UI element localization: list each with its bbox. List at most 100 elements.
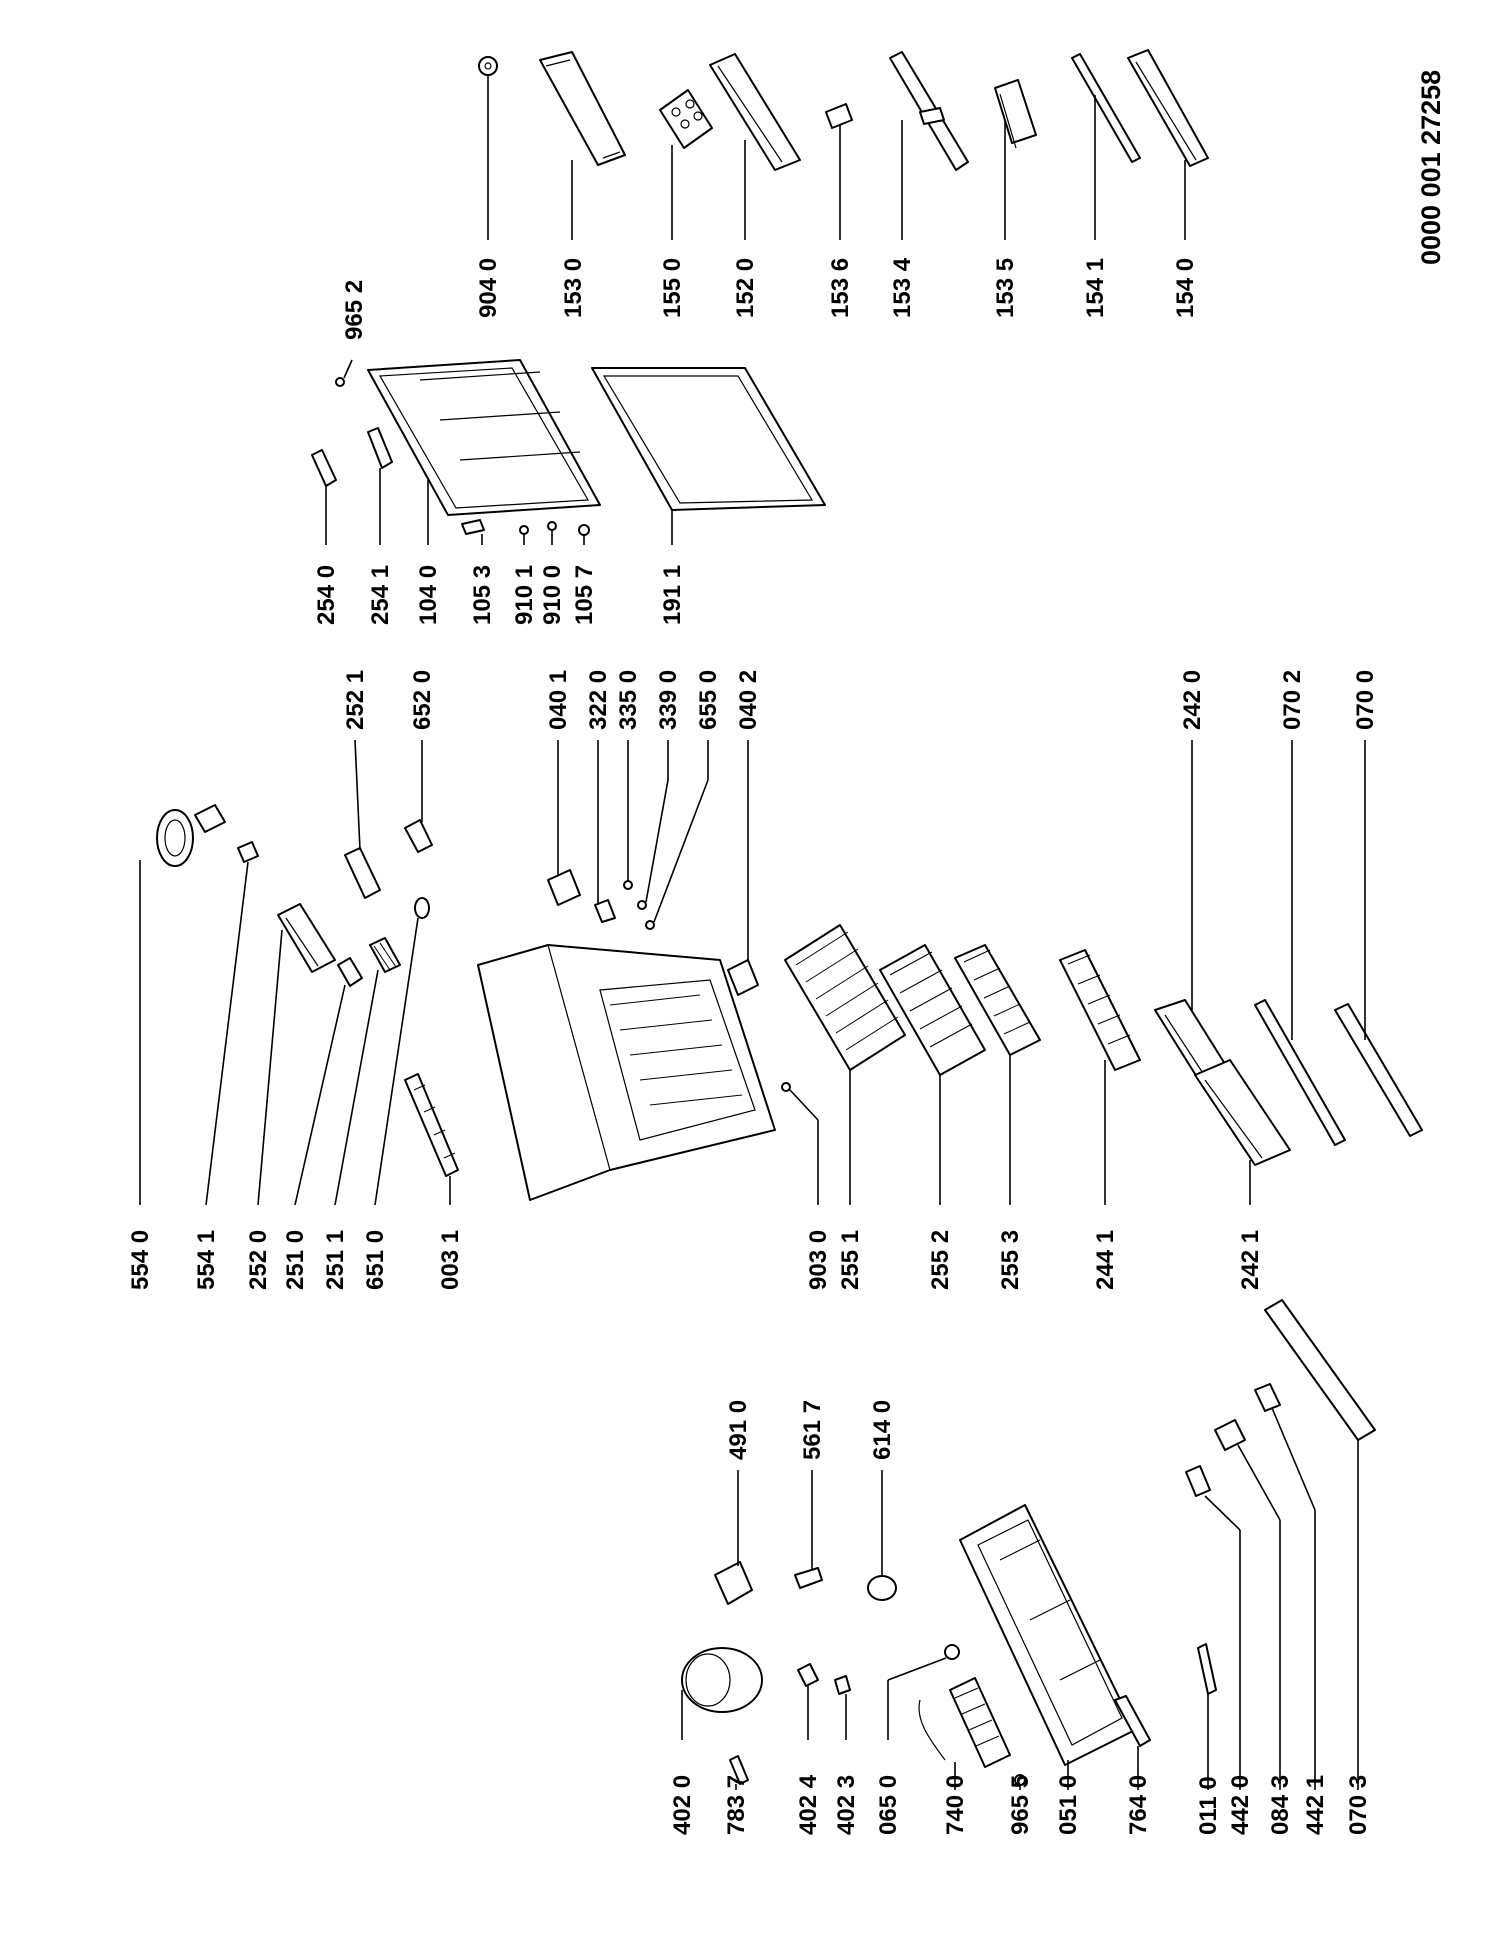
part-154-0: 154 0 [1127, 49, 1209, 318]
callout-155-0: 155 0 [659, 258, 686, 318]
part-255-2: 255 2 [879, 944, 986, 1290]
callout-655-0: 655 0 [695, 670, 722, 730]
callout-255-3: 255 3 [997, 1230, 1024, 1290]
part-251-1: 251 1 [322, 937, 401, 1290]
callout-965-2: 965 2 [341, 280, 368, 340]
part-910-0: 910 0 [539, 521, 566, 625]
callout-040-2: 040 2 [735, 670, 762, 730]
callout-651-0: 651 0 [362, 1230, 389, 1290]
callout-322-0: 322 0 [585, 670, 612, 730]
part-070-3: 070 3 [1264, 1299, 1376, 1835]
callout-614-0: 614 0 [869, 1400, 896, 1460]
part-402-4: 402 4 [795, 1663, 822, 1835]
part-051-0: 051 0 [959, 1504, 1136, 1835]
callout-402-0: 402 0 [669, 1775, 696, 1835]
part-065-0: 065 0 [875, 1644, 960, 1835]
callout-040-1: 040 1 [545, 670, 572, 730]
callout-652-0: 652 0 [409, 670, 436, 730]
callout-335-0: 335 0 [615, 670, 642, 730]
part-965-5: 965 5 [1007, 1774, 1034, 1835]
callout-104-0: 104 0 [415, 565, 442, 625]
part-252-0: 252 0 [245, 903, 336, 1290]
callout-153-6: 153 6 [827, 258, 854, 318]
part-904-0: 904 0 [475, 56, 502, 318]
part-153-0: 153 0 [539, 51, 626, 318]
part-561-7: 561 7 [794, 1400, 826, 1589]
callout-153-0: 153 0 [560, 258, 587, 318]
accessory-parts: 904 0 153 0 155 0 152 0 153 6 [475, 49, 1209, 318]
part-153-4: 153 4 [889, 51, 969, 318]
callout-152-0: 152 0 [732, 258, 759, 318]
part-242-1: 242 1 [1194, 1059, 1291, 1290]
part-003-1: 003 1 [404, 1073, 464, 1290]
part-254-1: 254 1 [367, 427, 394, 625]
part-322-0: 322 0 [585, 670, 616, 923]
door-parts: 965 2 254 0 254 1 104 0 105 3 [311, 280, 826, 625]
callout-105-7: 105 7 [571, 565, 598, 625]
callout-242-1: 242 1 [1237, 1230, 1264, 1290]
callout-070-2: 070 2 [1279, 670, 1306, 730]
part-070-2: 070 2 [1254, 670, 1346, 1146]
part-153-6: 153 6 [825, 103, 854, 318]
callout-191-1: 191 1 [659, 565, 686, 625]
callout-070-0: 070 0 [1352, 670, 1379, 730]
part-554-0: 554 0 [127, 804, 226, 1290]
callout-252-0: 252 0 [245, 1230, 272, 1290]
callout-153-5: 153 5 [992, 258, 1019, 318]
callout-442-0: 442 0 [1227, 1775, 1254, 1835]
part-105-7: 105 7 [571, 524, 598, 625]
cabinet-body: 903 0 [477, 944, 832, 1290]
callout-554-1: 554 1 [193, 1230, 220, 1290]
part-011-0: 011 0 [1195, 1643, 1222, 1835]
part-402-0: 402 0 [669, 1647, 763, 1835]
callout-154-1: 154 1 [1082, 258, 1109, 318]
part-242-0: 242 0 [1154, 670, 1236, 1091]
callout-965-5: 965 5 [1007, 1775, 1034, 1835]
part-104-0: 104 0 [367, 359, 601, 625]
part-070-0: 070 0 [1334, 670, 1423, 1137]
part-965-2: 965 2 [335, 280, 368, 387]
callout-251-0: 251 0 [282, 1230, 309, 1290]
part-442-1: 442 1 [1254, 1383, 1329, 1835]
part-155-0: 155 0 [659, 89, 713, 318]
part-740-0: 740 0 [918, 1677, 1011, 1835]
callout-251-1: 251 1 [322, 1230, 349, 1290]
part-252-1: 252 1 [342, 670, 381, 899]
part-255-3: 255 3 [954, 944, 1041, 1290]
part-244-1: 244 1 [1059, 949, 1141, 1290]
document-reference: 0000 001 27258 [1416, 70, 1446, 265]
callout-339-0: 339 0 [655, 670, 682, 730]
callout-084-3: 084 3 [1267, 1775, 1294, 1835]
callout-252-1: 252 1 [342, 670, 369, 730]
part-335-0: 335 0 [615, 670, 642, 890]
part-152-0: 152 0 [709, 53, 801, 318]
part-402-3: 402 3 [833, 1675, 860, 1835]
part-153-5: 153 5 [992, 79, 1037, 318]
callout-154-0: 154 0 [1172, 258, 1199, 318]
callout-254-1: 254 1 [367, 565, 394, 625]
cabinet-parts: 554 0 554 1 252 0 251 0 251 1 6 [127, 670, 1423, 1290]
callout-065-0: 065 0 [875, 1775, 902, 1835]
part-084-3: 084 3 [1214, 1419, 1294, 1835]
callout-070-3: 070 3 [1345, 1775, 1372, 1835]
callout-903-0: 903 0 [805, 1230, 832, 1290]
part-655-0: 655 0 [645, 670, 722, 930]
callout-491-0: 491 0 [725, 1400, 752, 1460]
part-040-2: 040 2 [727, 670, 762, 996]
part-040-1: 040 1 [545, 670, 581, 906]
callout-783-7: 783 7 [723, 1775, 750, 1835]
callout-105-3: 105 3 [469, 565, 496, 625]
callout-244-1: 244 1 [1092, 1230, 1119, 1290]
part-254-0: 254 0 [311, 449, 340, 625]
callout-051-0: 051 0 [1055, 1775, 1082, 1835]
callout-153-4: 153 4 [889, 257, 916, 318]
callout-011-0: 011 0 [1195, 1776, 1222, 1835]
callout-402-4: 402 4 [795, 1774, 822, 1835]
part-339-0: 339 0 [637, 670, 682, 910]
callout-255-2: 255 2 [927, 1230, 954, 1290]
part-651-0: 651 0 [362, 897, 430, 1290]
callout-442-1: 442 1 [1302, 1775, 1329, 1835]
part-154-1: 154 1 [1071, 53, 1141, 318]
part-491-0: 491 0 [714, 1400, 753, 1605]
